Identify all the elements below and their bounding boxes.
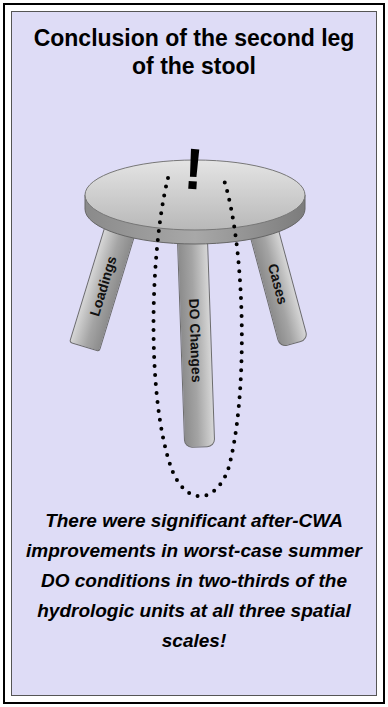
leg-label: Loadings: [86, 254, 119, 318]
panel-title: Conclusion of the second leg of the stoo…: [30, 24, 358, 80]
leg-label: Cases: [265, 262, 291, 306]
stool-leg: Loadings: [69, 220, 137, 352]
stool-leg: Cases: [247, 220, 308, 348]
stool-leg: DO Changes: [177, 233, 215, 448]
dotted-loop: [154, 178, 242, 496]
leg-label: DO Changes: [187, 298, 206, 383]
conclusion-caption: There were significant after-CWA improve…: [20, 506, 368, 656]
exclamation-mark: !: [182, 139, 205, 198]
